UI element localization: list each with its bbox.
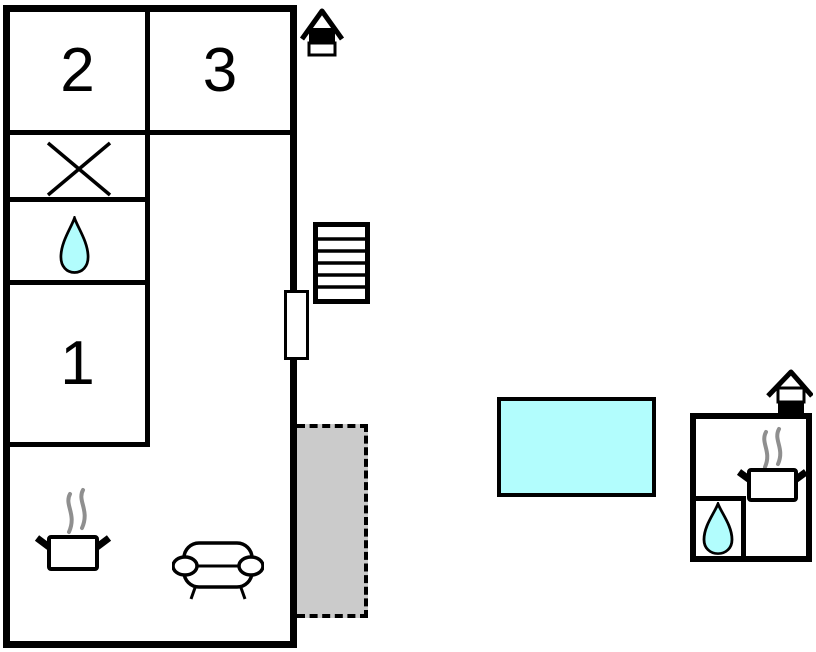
cooking-pot-icon [34,488,112,571]
entrance-house-icon [766,369,813,414]
interior-wall-horizontal [10,197,150,202]
interior-wall-vertical [145,12,150,447]
annex-interior-wall-vertical [741,496,746,556]
annex-interior-wall-horizontal [696,496,746,501]
pool-area [497,397,656,497]
water-drop-icon [59,216,90,274]
door-window [284,290,309,360]
water-drop-icon [702,502,734,555]
room-label-bedroom-2: 2 [60,36,95,105]
terrace-area [297,424,368,618]
room-label-bedroom-3: 3 [202,36,238,105]
annex-building-outline [690,413,812,562]
sofa-icon [172,541,264,600]
interior-wall-horizontal [10,280,150,285]
cooking-pot-icon [737,427,809,502]
room-label-bedroom-1: 1 [60,328,95,398]
stairs-icon [313,222,370,304]
entrance-house-icon [300,8,344,57]
interior-wall-horizontal [10,130,290,135]
interior-wall-horizontal [10,442,150,447]
closet-cross-icon [46,141,112,197]
